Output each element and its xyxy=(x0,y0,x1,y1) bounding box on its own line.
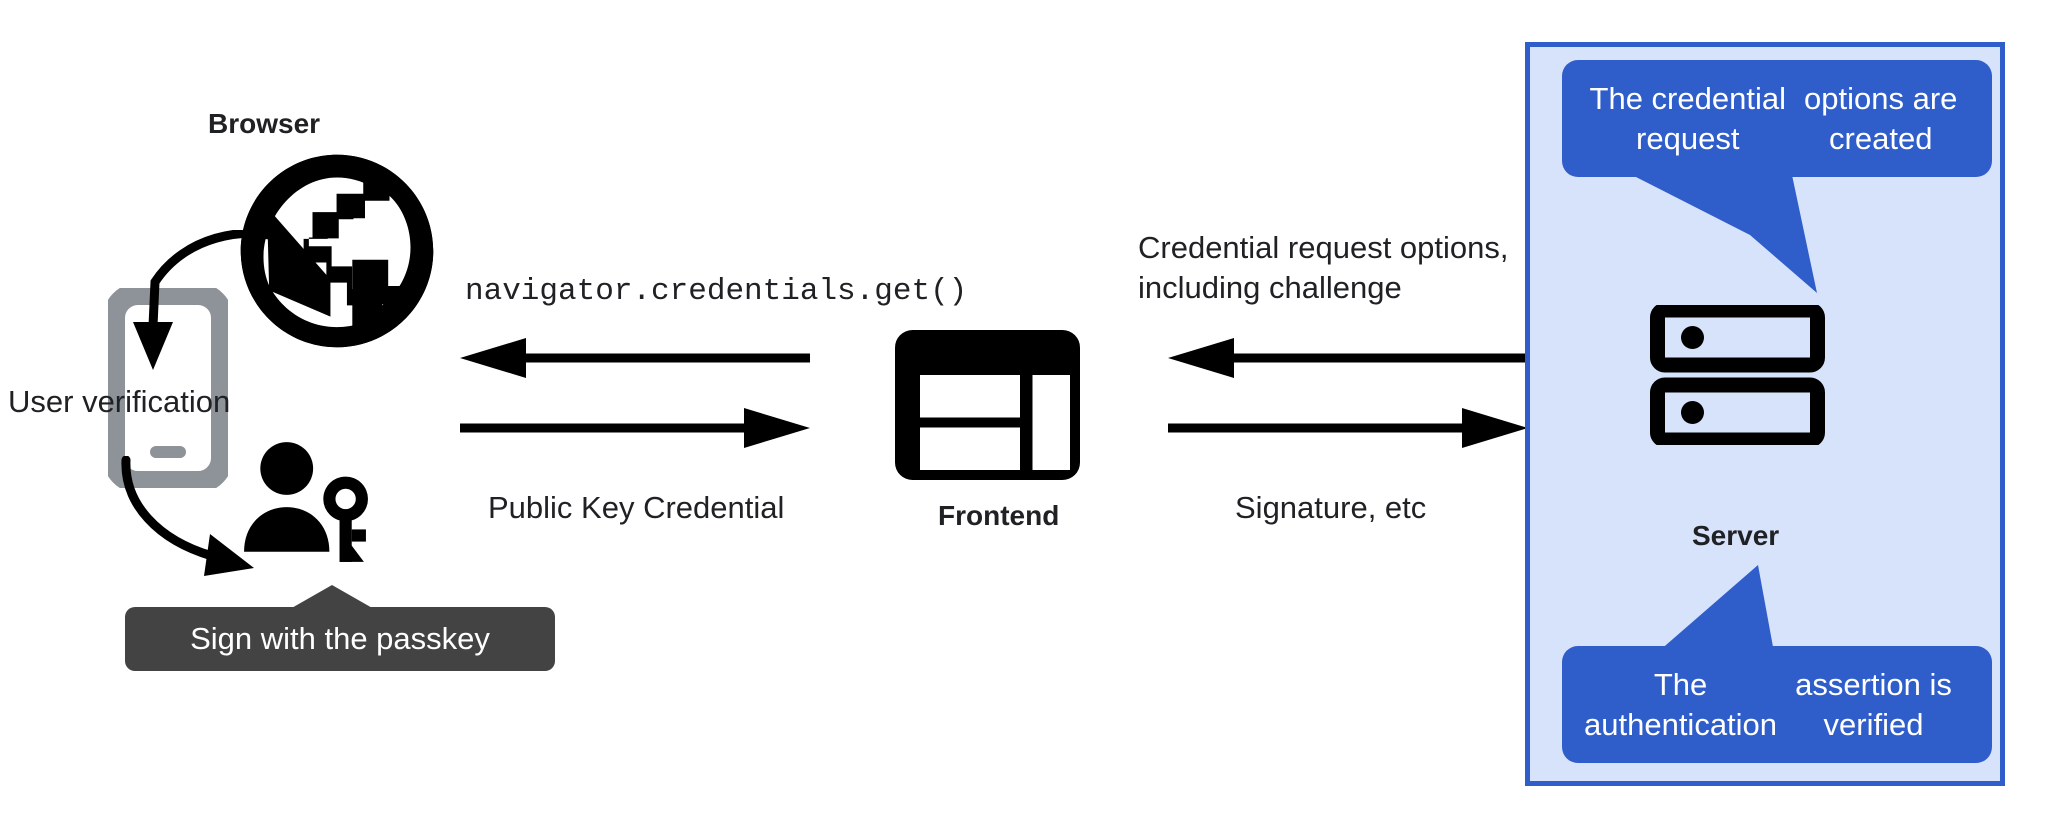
navigator-get-label: navigator.credentials.get() xyxy=(465,274,968,309)
top-callout: The credential request options are creat… xyxy=(1562,60,1992,177)
credential-request-options-line2: including challenge xyxy=(1138,270,1402,305)
person-with-key-icon xyxy=(244,442,368,562)
credential-request-options-line1: Credential request options, xyxy=(1138,230,1509,265)
phone-to-user-arrow xyxy=(121,456,254,576)
arrow-frontend-to-server xyxy=(1168,408,1528,448)
bottom-callout-line1: The authentication xyxy=(1584,667,1778,742)
top-callout-line2: options are created xyxy=(1804,81,1958,156)
top-callout-line1: The credential request xyxy=(1589,81,1786,156)
frontend-label: Frontend xyxy=(938,500,1060,531)
arrow-frontend-to-browser xyxy=(460,338,810,378)
sign-with-passkey-tooltip: Sign with the passkey xyxy=(125,585,555,671)
bottom-callout-text: The authentication assertion is verified xyxy=(1562,646,1992,763)
tooltip-text: Sign with the passkey xyxy=(125,607,555,671)
public-key-credential-label: Public Key Credential xyxy=(488,490,785,525)
arrow-browser-to-frontend xyxy=(460,408,810,448)
user-verification-label: User verification xyxy=(8,384,231,419)
bottom-callout-line2: assertion is verified xyxy=(1795,667,1952,742)
top-callout-tail xyxy=(1632,175,1817,293)
smartphone-icon xyxy=(108,288,228,488)
signature-etc-label: Signature, etc xyxy=(1235,490,1427,525)
browser-to-phone-arrow xyxy=(133,230,285,370)
arrow-server-to-frontend xyxy=(1168,338,1528,378)
browser-label: Browser xyxy=(208,108,321,139)
tooltip-tail xyxy=(290,585,374,609)
web-layout-icon xyxy=(895,330,1080,480)
server-label: Server xyxy=(1692,520,1780,551)
bottom-callout: The authentication assertion is verified xyxy=(1562,646,1992,763)
top-callout-text: The credential request options are creat… xyxy=(1562,60,1992,177)
server-rack-icon xyxy=(1650,305,1825,445)
